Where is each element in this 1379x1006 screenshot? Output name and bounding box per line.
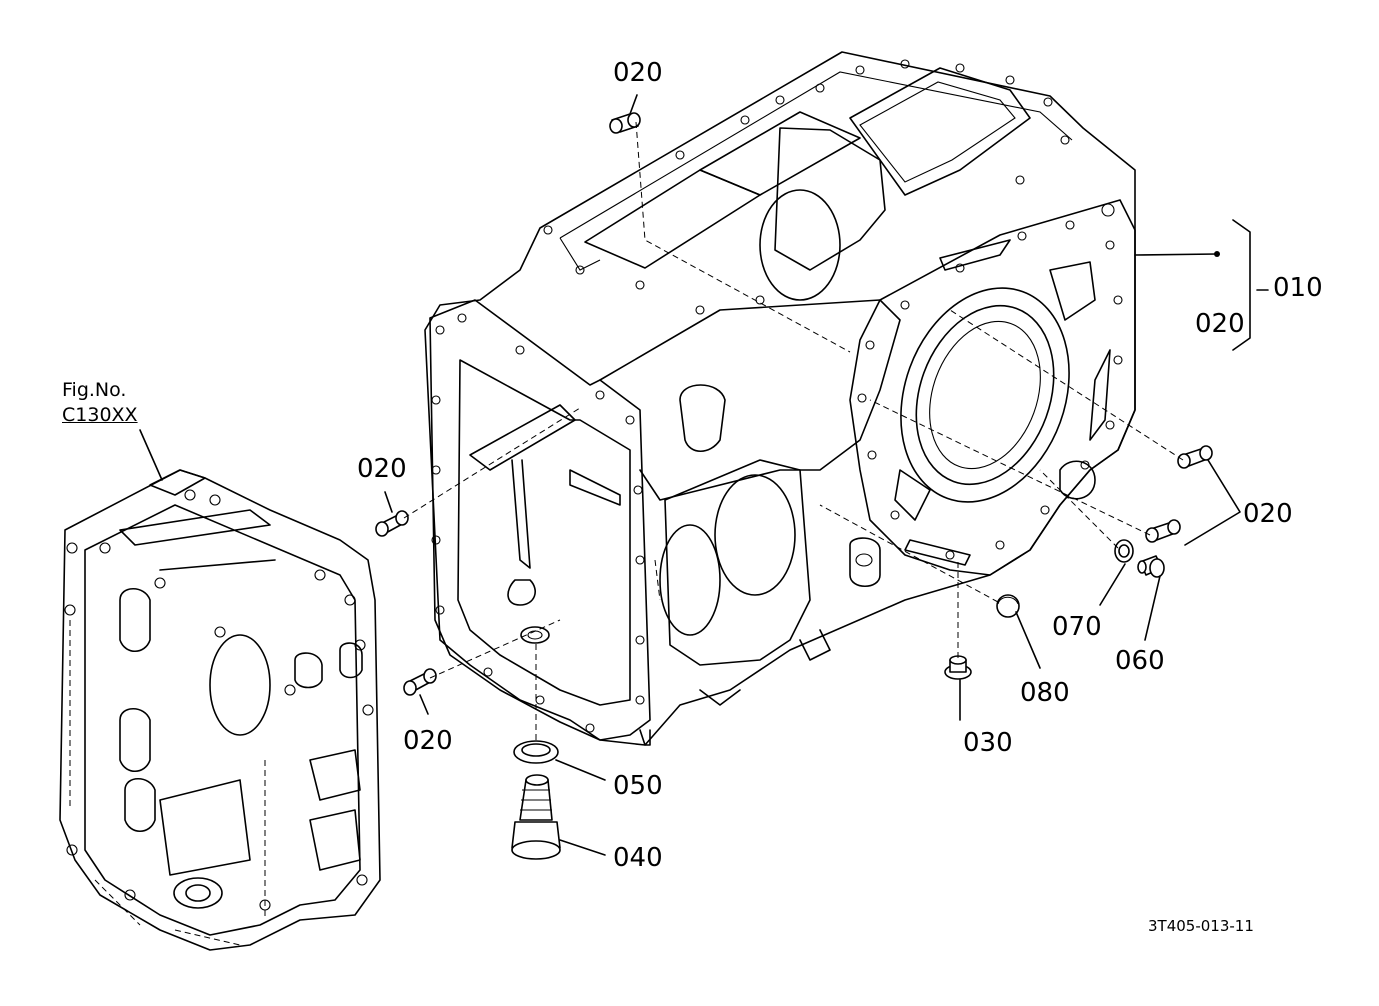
callout-080: 080 [1020, 678, 1070, 708]
dowel-pin-left-upper [375, 510, 409, 537]
callout-050: 050 [613, 771, 663, 801]
adjacent-housing [59, 469, 381, 951]
callout-060: 060 [1115, 646, 1165, 676]
cap-080 [996, 594, 1020, 618]
callout-020-bracket: 020 [1195, 309, 1245, 339]
washer-070 [1114, 539, 1134, 563]
dowel-pin-left-lower [403, 668, 437, 696]
drawing-code: 3T405-013-11 [1148, 917, 1254, 935]
fig-ref-number: C130XX [62, 404, 138, 426]
assembly-lines [403, 121, 1184, 740]
dowel-pin-right-upper [1177, 445, 1213, 469]
fitting-040 [511, 774, 561, 860]
plug-060 [1137, 555, 1165, 578]
callout-020-left-lower: 020 [403, 726, 453, 756]
dowel-pin-top [609, 112, 641, 134]
callout-020-left-upper: 020 [357, 454, 407, 484]
transmission-case [424, 51, 1136, 746]
dowel-pin-right-lower [1145, 519, 1181, 543]
callout-010: 010 [1273, 273, 1323, 303]
callout-030: 030 [963, 728, 1013, 758]
fig-ref-label: Fig.No. [62, 379, 127, 401]
plug-030 [944, 655, 972, 680]
callout-020-right: 020 [1243, 499, 1293, 529]
callout-020-top: 020 [613, 58, 663, 88]
leader-lines [139, 94, 1269, 856]
callout-040: 040 [613, 843, 663, 873]
seal-washer-050 [513, 740, 559, 764]
callout-070: 070 [1052, 612, 1102, 642]
